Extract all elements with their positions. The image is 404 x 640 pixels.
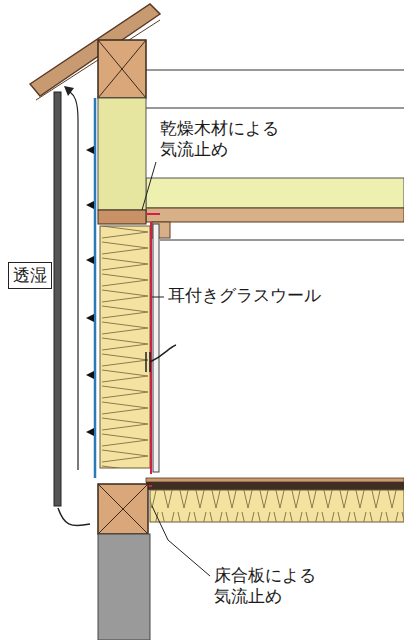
floor-insulation <box>150 490 404 522</box>
callout-label: 床合板による 気流止め <box>212 565 334 608</box>
callout-label: 乾燥木材による 気流止め <box>158 118 294 161</box>
text-box: 透湿 <box>8 262 52 289</box>
airflow-arrows <box>86 146 94 436</box>
sill <box>98 484 148 534</box>
upper-floor-board <box>146 208 404 222</box>
glass-wool <box>100 226 150 468</box>
floor-lines <box>146 70 404 108</box>
vapor-barrier <box>150 222 152 474</box>
dry-wood-airstop <box>98 210 146 224</box>
upper-insulation <box>98 98 146 210</box>
floor-plywood <box>146 482 404 490</box>
leader-lines <box>142 162 210 576</box>
drip-flashing <box>58 508 90 526</box>
box-label: 透湿 <box>13 265 47 286</box>
wiring <box>146 345 176 372</box>
foundation <box>98 534 150 640</box>
floor-finish <box>146 478 404 482</box>
interior-board <box>153 224 159 472</box>
callout-label: 耳付きグラスウール <box>166 285 370 306</box>
siding <box>54 92 61 506</box>
upper-floor-insulation <box>146 178 404 208</box>
beam <box>98 40 146 98</box>
permeable-sheet <box>94 98 97 478</box>
